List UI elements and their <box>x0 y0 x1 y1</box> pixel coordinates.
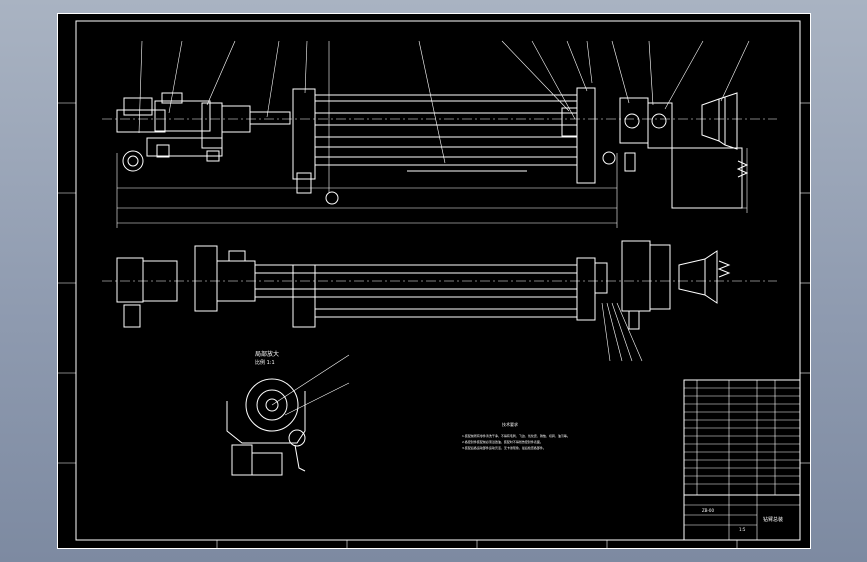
cad-viewport[interactable]: 局部放大 比例 1:1 技术要求 1.装配前所有零件清洗干净，不得有毛刺、飞边、… <box>57 13 811 549</box>
title-block-drawing-name: 钻臂总装 <box>763 516 783 523</box>
top-view <box>102 240 777 362</box>
tech-requirements: 技术要求 1.装配前所有零件清洗干净，不得有毛刺、飞边、氧化皮、锈蚀、切屑、油污… <box>462 421 570 450</box>
front-view <box>102 40 777 228</box>
tech-requirement-2: 2.各密封件装配前必须浸透油，装配时不得划伤密封件表面。 <box>462 439 543 444</box>
assembly-drawing: 局部放大 比例 1:1 技术要求 1.装配前所有零件清洗干净，不得有毛刺、飞边、… <box>57 13 811 549</box>
tech-requirement-1: 1.装配前所有零件清洗干净，不得有毛刺、飞边、氧化皮、锈蚀、切屑、油污等。 <box>462 433 570 438</box>
drawing-frame <box>75 20 801 541</box>
detail-label-line2: 比例 1:1 <box>255 359 275 366</box>
parts-list-rows <box>684 387 800 496</box>
detail-label-line1: 局部放大 <box>255 350 279 358</box>
title-block: ZB-00 钻臂总装 1:5 <box>683 379 801 541</box>
tech-requirement-3: 3.装配后各运动部件运动灵活，无卡滞现象，最后检查各部件。 <box>462 445 546 450</box>
zone-ticks <box>57 102 811 549</box>
drawing-border <box>57 13 811 549</box>
part-leaders-front <box>138 40 750 193</box>
tech-requirements-title: 技术要求 <box>502 421 518 427</box>
title-block-drawing-number: ZB-00 <box>702 508 714 513</box>
title-block-scale: 1:5 <box>739 527 746 532</box>
detail-view: 局部放大 比例 1:1 <box>226 350 350 476</box>
